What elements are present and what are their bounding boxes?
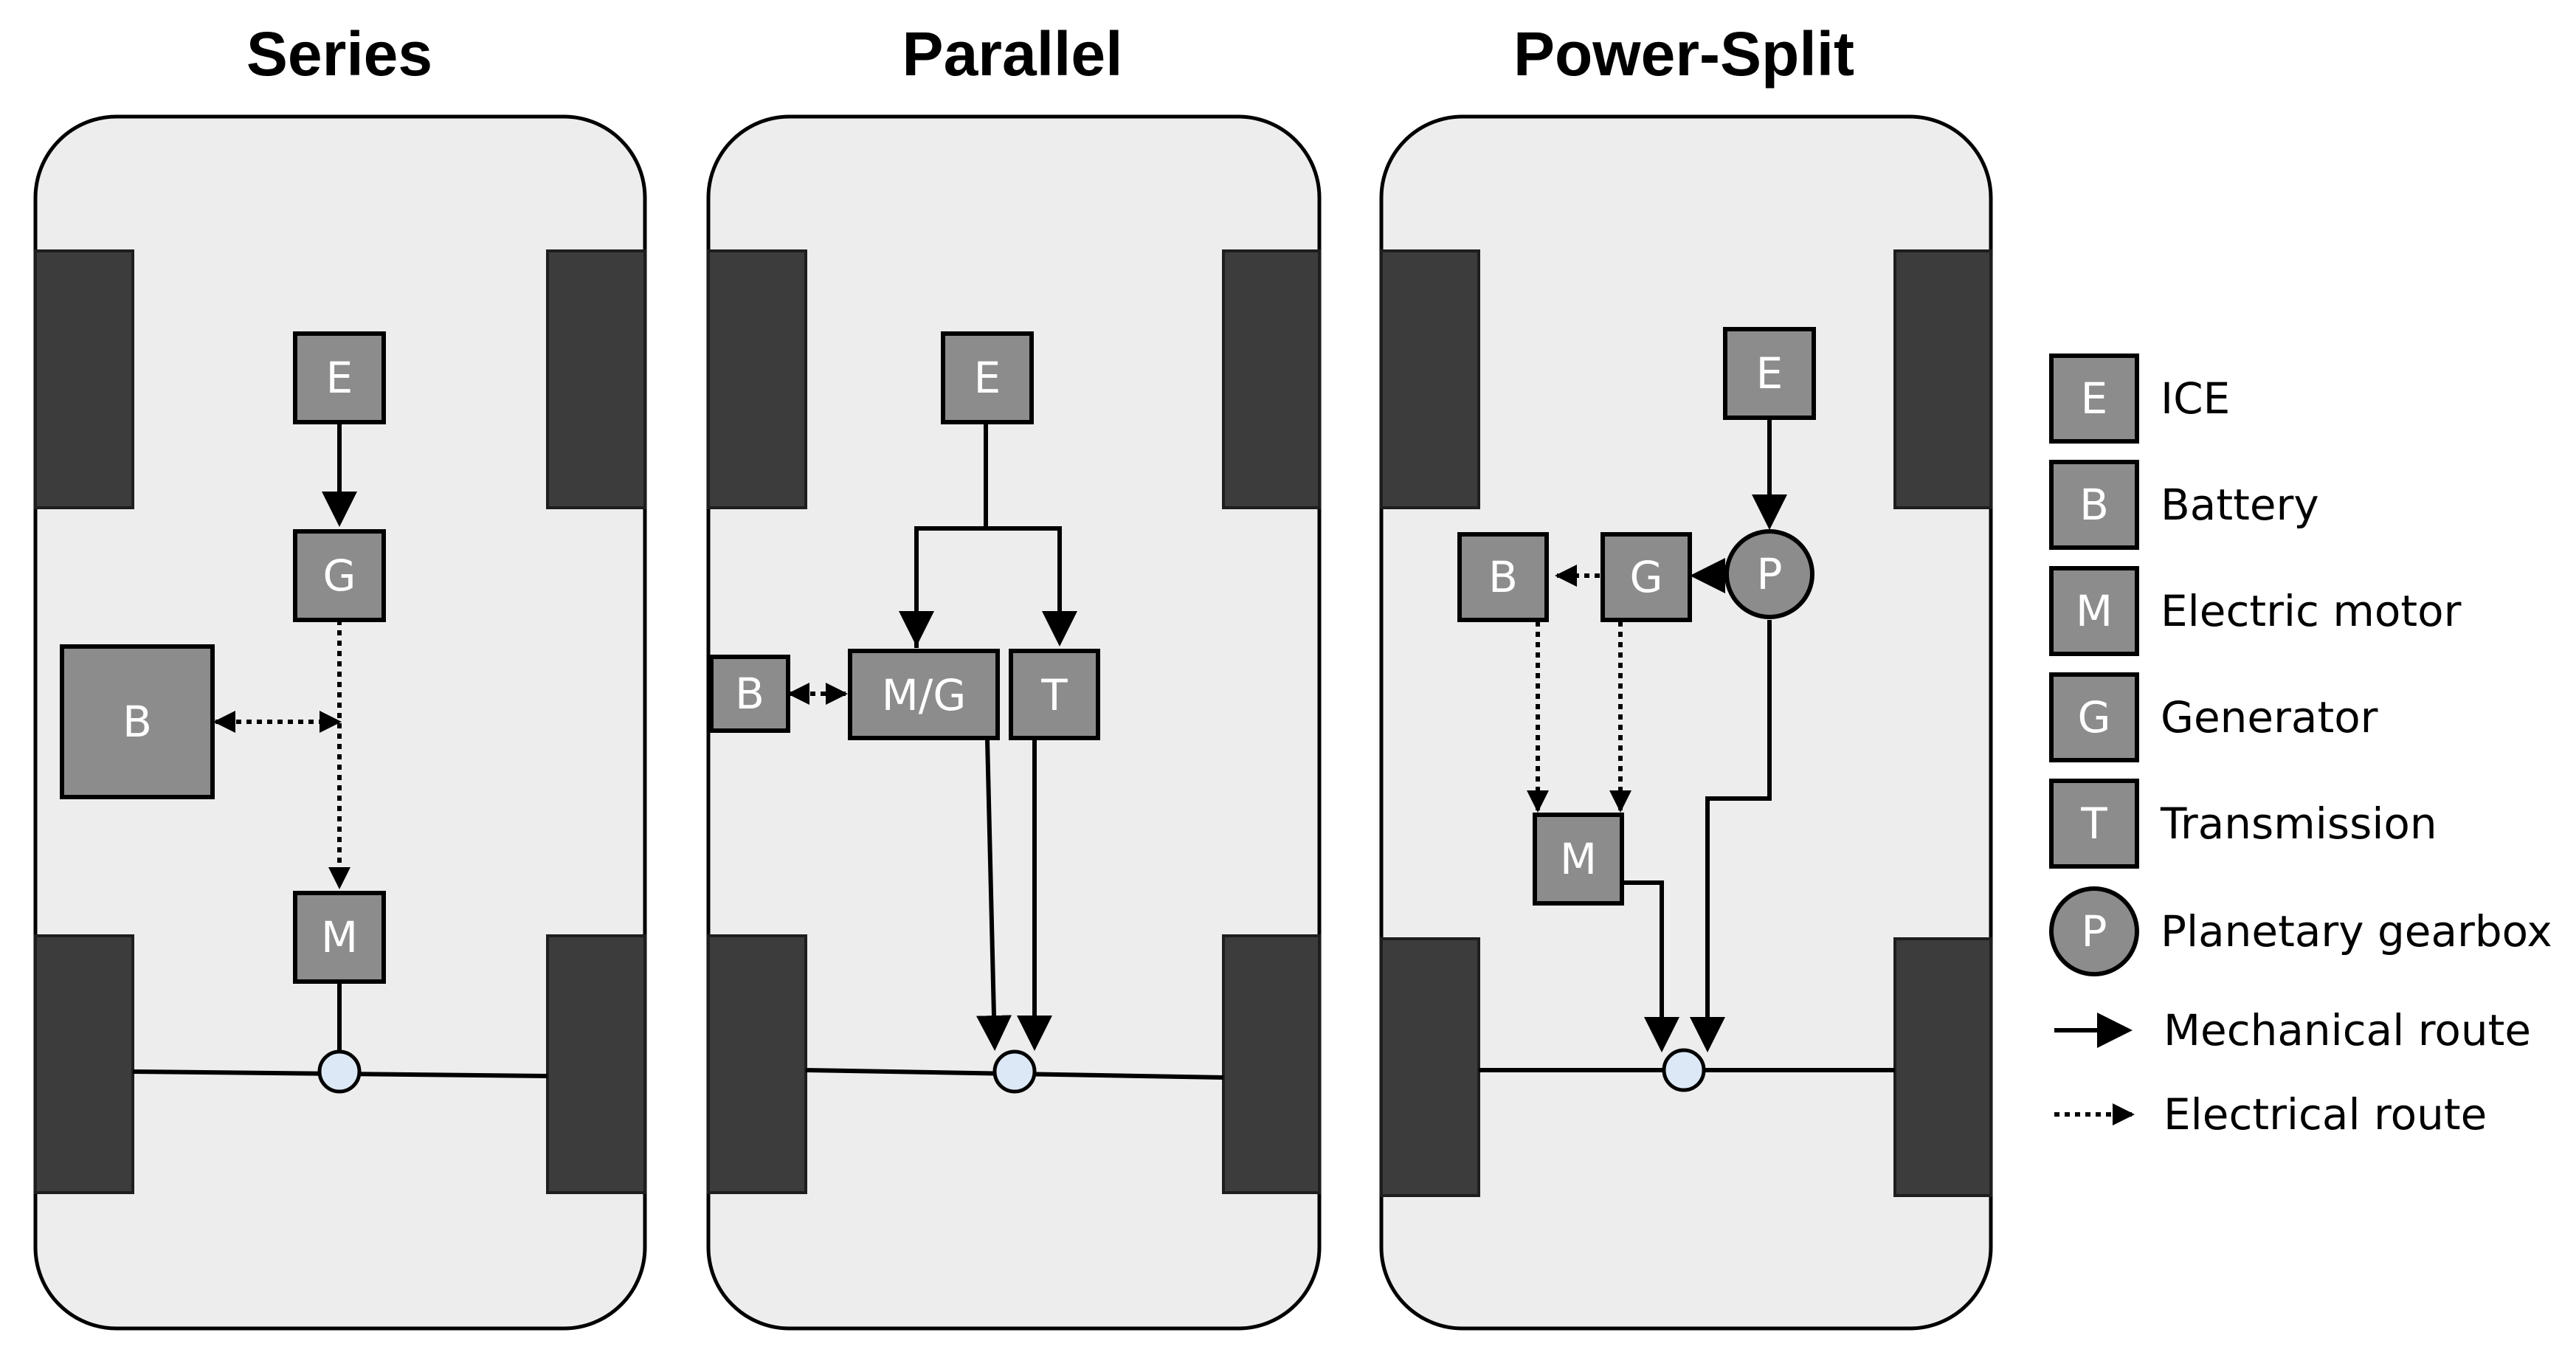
legend-symbol-transmission: T [2080,799,2107,849]
legend-swatch-ice [2049,354,2139,444]
panel-series: Series E G B M [33,19,647,1331]
legend-symbol-electric-motor: M [2076,586,2113,636]
legend-symbol-generator: G [2078,692,2111,742]
legend-label-generator: Generator [2161,692,2378,742]
wheel-rear-left-powersplit [1380,937,1480,1197]
planetary-gearbox-powersplit [1724,529,1814,619]
wheel-rear-left-series [34,934,134,1194]
mech-route-motorgen-axle-parallel [976,739,1012,1051]
legend-label-electric-motor: Electric motor [2161,586,2462,636]
wheel-front-right-series [546,249,646,509]
wheel-rear-left-parallel [707,934,807,1194]
motor-generator-block-parallel [848,649,1000,740]
panel-parallel: Parallel E B M/G T [706,19,1322,1331]
mech-route-planetary-axle-powersplit [1690,620,1772,1052]
battery-label-series: B [122,697,152,747]
wheel-rear-right-series [546,934,646,1194]
battery-label-powersplit: B [1488,552,1518,602]
legend-symbol-battery: B [2079,480,2109,530]
legend-label-electrical: Electrical route [2164,1089,2487,1139]
battery-label-parallel: B [735,669,764,719]
battery-block-parallel [709,655,790,733]
planetary-label-powersplit: P [1757,549,1783,599]
motor-block-series [293,891,386,984]
wheel-rear-right-powersplit [1893,937,1992,1197]
engine-block-series [293,331,386,424]
legend-label-ice: ICE [2161,373,2230,424]
engine-label-powersplit: E [1756,348,1783,399]
legend-symbol-ice: E [2081,373,2108,424]
wheel-front-left-parallel [707,249,807,509]
generator-label-series: G [323,551,356,601]
engine-block-powersplit [1723,327,1816,420]
legend-swatch-electric-motor [2049,566,2139,656]
legend-label-transmission: Transmission [2160,799,2437,849]
motor-generator-label-parallel: M/G [882,670,967,720]
generator-block-powersplit [1600,532,1692,622]
transmission-label-parallel: T [1040,670,1068,720]
legend-label-battery: Battery [2161,480,2319,530]
differential-hub-powersplit [1662,1048,1706,1092]
motor-label-powersplit: M [1560,834,1597,884]
legend-symbol-planetary-gearbox: P [2082,906,2107,956]
legend: E ICE B Battery M Electric motor G Gener… [2049,354,2552,1139]
mech-route-motor-axle-powersplit [1623,880,1679,1052]
wheel-front-left-powersplit [1380,249,1480,509]
vehicle-chassis-powersplit [1379,114,1993,1331]
legend-label-planetary-gearbox: Planetary gearbox [2161,906,2552,956]
transmission-block-parallel [1009,649,1100,740]
legend-label-mechanical: Mechanical route [2164,1005,2531,1055]
differential-hub-series [317,1049,362,1094]
panel-title-series: Series [246,19,432,89]
generator-label-powersplit: G [1630,552,1663,602]
battery-block-powersplit [1457,532,1549,622]
differential-hub-parallel [992,1049,1037,1094]
legend-swatch-battery [2049,460,2139,550]
panel-title-powersplit: Power-Split [1513,19,1854,89]
engine-block-parallel [941,331,1034,424]
engine-label-parallel: E [974,353,1001,403]
wheel-front-left-series [34,249,134,509]
wheel-front-right-powersplit [1893,249,1992,509]
panel-title-parallel: Parallel [902,19,1123,89]
motor-label-series: M [321,912,358,962]
legend-swatch-transmission [2049,779,2139,869]
generator-block-series [293,529,386,622]
wheel-front-right-parallel [1222,249,1321,509]
motor-block-powersplit [1533,813,1624,906]
panel-powersplit: Power-Split E P G B M [1379,19,1993,1331]
legend-swatch-generator [2049,672,2139,762]
battery-block-series [60,644,215,799]
wheel-rear-right-parallel [1222,934,1321,1194]
legend-swatch-planetary-gearbox [2049,886,2139,976]
engine-label-series: E [326,353,353,403]
